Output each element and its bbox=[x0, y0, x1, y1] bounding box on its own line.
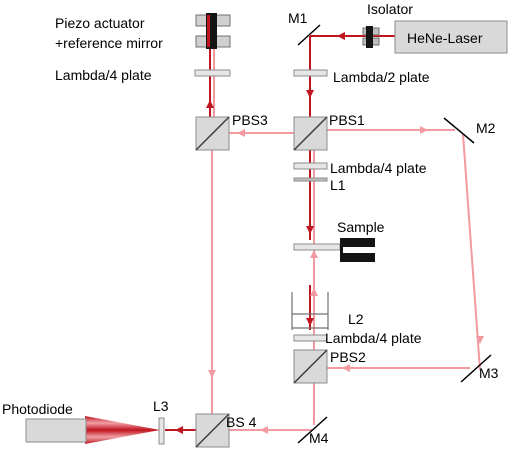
m4-label: M4 bbox=[309, 430, 329, 446]
m2-label: M2 bbox=[476, 120, 496, 136]
piezo-label-line2: +reference mirror bbox=[55, 35, 163, 51]
mirror-m4-icon bbox=[297, 416, 328, 444]
pbs2-cube bbox=[293, 349, 328, 384]
lens-l3 bbox=[158, 417, 165, 445]
lens-l1 bbox=[293, 177, 328, 182]
return-beam bbox=[211, 40, 481, 431]
photodiode-body bbox=[25, 418, 87, 443]
lambda2-label: Lambda/2 plate bbox=[333, 69, 430, 85]
m1-label: M1 bbox=[288, 10, 308, 26]
pbs2-label: PBS2 bbox=[330, 349, 366, 365]
laser-label: HeNe-Laser bbox=[407, 30, 483, 46]
lambda2-plate bbox=[293, 69, 328, 77]
mirror-m3-icon bbox=[460, 354, 492, 383]
bs4-label: BS 4 bbox=[226, 414, 257, 430]
lambda4-top-label: Lambda/4 plate bbox=[55, 67, 152, 83]
l2-label: L2 bbox=[348, 311, 364, 327]
pbs1-label: PBS1 bbox=[329, 112, 365, 128]
lambda4-low-label: Lambda/4 plate bbox=[325, 330, 422, 346]
lambda4-low-plate bbox=[293, 334, 328, 342]
isolator-label: Isolator bbox=[367, 1, 413, 17]
lambda4-top-plate bbox=[194, 69, 231, 77]
photodiode-label: Photodiode bbox=[2, 401, 73, 417]
bs4-cube bbox=[195, 413, 230, 448]
pbs1-cube bbox=[293, 116, 328, 151]
sample-label: Sample bbox=[337, 219, 385, 235]
photodiode-beam-cone bbox=[85, 416, 160, 444]
lens-l2 bbox=[291, 292, 329, 330]
mirror-m2-icon bbox=[443, 117, 475, 144]
mirror-m1-icon bbox=[297, 24, 321, 46]
laser-body bbox=[394, 20, 508, 54]
l1-label: L1 bbox=[330, 177, 346, 193]
lambda4-mid-plate bbox=[293, 162, 328, 170]
pbs3-label: PBS3 bbox=[232, 112, 268, 128]
piezo-mirror-icon bbox=[195, 13, 231, 49]
beam-arrows bbox=[175, 32, 345, 434]
m3-label: M3 bbox=[479, 365, 499, 381]
lambda4-mid-label: Lambda/4 plate bbox=[330, 160, 427, 176]
sample-holder bbox=[293, 238, 375, 262]
l3-label: L3 bbox=[153, 398, 169, 414]
return-arrows bbox=[208, 126, 484, 434]
piezo-label-line1: Piezo actuator bbox=[55, 15, 145, 31]
isolator-icon bbox=[362, 26, 380, 48]
pbs3-cube bbox=[195, 116, 230, 151]
